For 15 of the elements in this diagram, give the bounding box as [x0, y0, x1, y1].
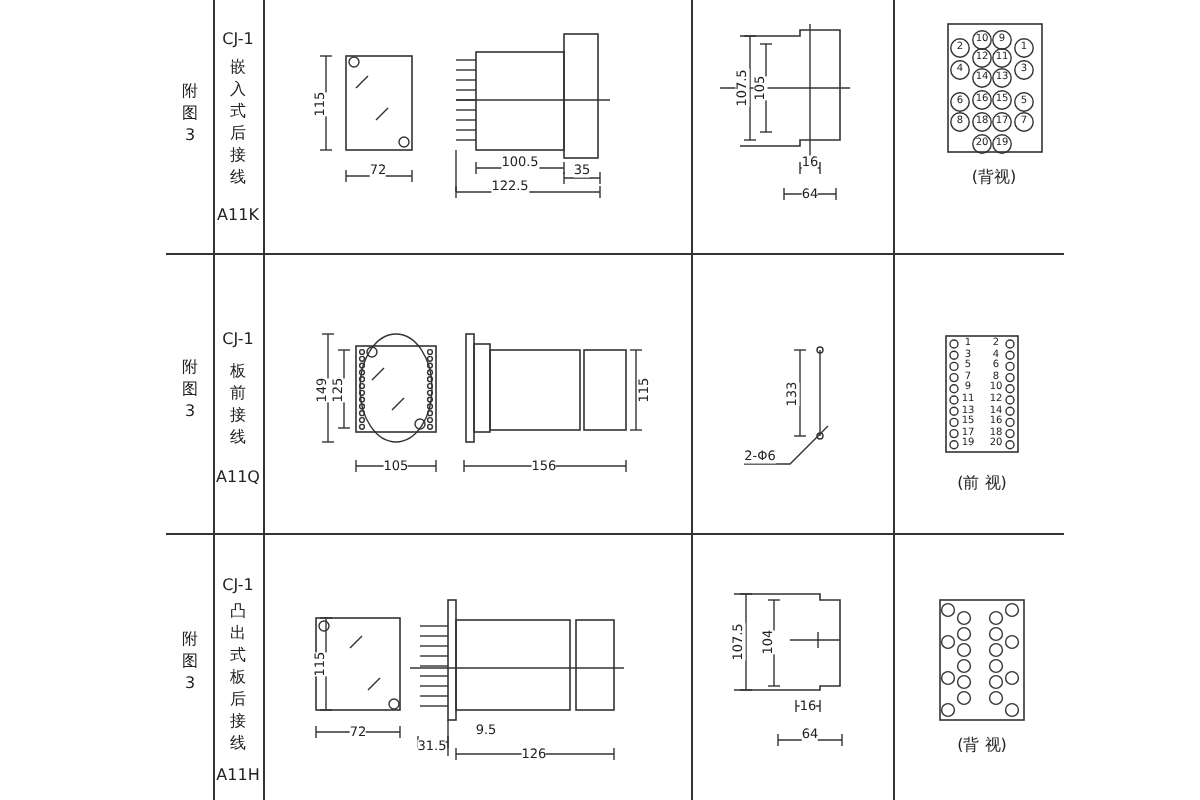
view-caption: (前 视)	[957, 476, 1007, 492]
figure-label: 附图3	[180, 356, 200, 422]
figure-label: 附图3	[180, 80, 200, 146]
view-caption: (背 视)	[957, 738, 1007, 754]
model-label: CJ-1	[222, 32, 254, 48]
figure-label: 凸出式板后接线	[228, 600, 248, 754]
code-label: A11K	[217, 208, 259, 224]
model-label: CJ-1	[222, 578, 254, 594]
wiring-type-label: 板前接线	[228, 360, 248, 448]
model-label: CJ-1	[222, 332, 254, 348]
code-label: A11Q	[216, 470, 260, 486]
view-caption: (背视)	[971, 170, 1017, 186]
figure-label: 附图3	[180, 628, 200, 694]
code-label: A11H	[216, 768, 260, 784]
wiring-type-label: 嵌入式后接线	[228, 56, 248, 188]
